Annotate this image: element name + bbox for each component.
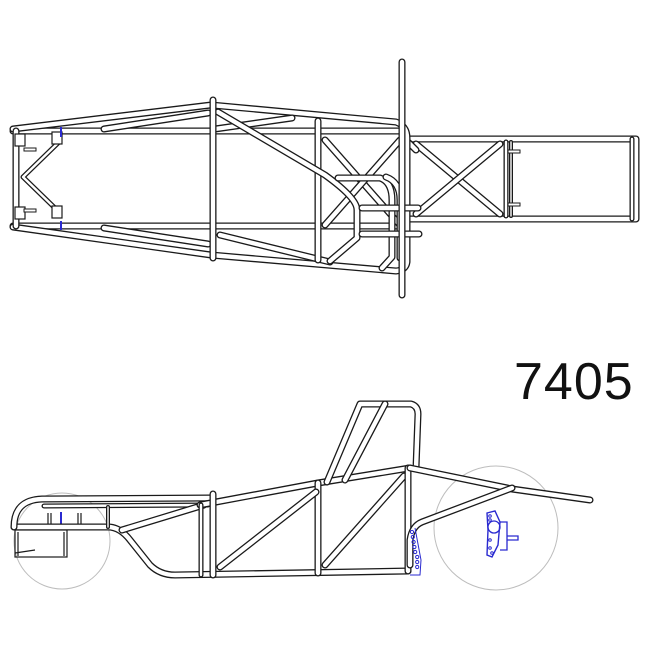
rear-frame-tube [404, 135, 640, 223]
tube-body [217, 489, 319, 570]
tube-body [101, 225, 211, 247]
suspension-adjust-hole [415, 559, 420, 565]
diagonal-tube [321, 472, 408, 569]
seat-back-tube [341, 400, 389, 484]
upright-hole [490, 551, 494, 555]
side-view [10, 400, 594, 591]
mount-bracket [51, 131, 63, 145]
seat-diagonal-tube [214, 108, 361, 265]
tube-body [407, 485, 515, 568]
tube-outline [20, 140, 61, 214]
upright-hole [488, 514, 492, 518]
tube-body [413, 141, 503, 217]
front-wheel-outline [13, 492, 111, 590]
tube-body [212, 115, 295, 132]
tube-body [324, 401, 421, 485]
upright-hole [488, 546, 492, 550]
tube-body [335, 175, 395, 271]
tube-body [322, 473, 407, 568]
bracket-tab [507, 202, 521, 207]
mount-bracket [14, 206, 26, 220]
seat-hoop-tube [334, 174, 396, 272]
bracket-tab [507, 149, 521, 154]
diagonal-tube [216, 488, 320, 571]
tube-body [217, 232, 333, 265]
upright-hub [487, 520, 501, 534]
tube-body [101, 110, 211, 132]
rear-lower-tube [406, 484, 516, 569]
mount-bracket [51, 205, 63, 219]
bottom-rail-tube [10, 523, 412, 579]
front-v-brace [20, 140, 61, 214]
upright-arm [486, 510, 501, 558]
bracket-tab [23, 147, 37, 152]
tube-body [21, 141, 60, 213]
suspension-adjust-hole [415, 564, 420, 570]
upright-hole [488, 538, 492, 542]
tube-body [11, 495, 213, 530]
front-box-detail [14, 532, 65, 556]
suspension-adjust-hole [410, 534, 415, 540]
seat-back-tube [323, 400, 422, 486]
mount-tab [47, 513, 82, 528]
upper-triangulation [100, 109, 212, 133]
suspension-adjust-hole [411, 539, 416, 545]
front-box [14, 529, 68, 558]
rear-x-brace [412, 140, 504, 218]
tube-outline [404, 135, 640, 223]
tube-body [322, 137, 403, 228]
inner-front-tube [41, 502, 211, 509]
mount-bracket [14, 133, 26, 147]
suspension-bracket [410, 527, 422, 576]
tube-body [42, 503, 210, 508]
suspension-adjust-hole [412, 544, 417, 550]
top-view [9, 58, 640, 299]
bracket-tab [23, 208, 37, 213]
lower-triangulation [100, 224, 212, 248]
rear-upright [486, 510, 519, 558]
upright-hole [488, 518, 492, 522]
tube-outline [406, 484, 516, 569]
upper-triangulation [211, 114, 296, 133]
suspension-adjust-hole [409, 529, 415, 535]
tube-body [215, 109, 360, 264]
front-diagonal-tube [118, 501, 208, 534]
suspension-adjust-hole [415, 554, 420, 560]
tube-body [405, 136, 639, 222]
tube-body [11, 524, 411, 578]
part-number-label: 7405 [514, 353, 634, 411]
lower-triangulation [216, 231, 334, 266]
rear-wheel-outline [433, 465, 559, 591]
suspension-adjust-hole [413, 549, 418, 555]
tube-body [119, 502, 207, 533]
tube-body [342, 401, 388, 483]
mid-x-brace [321, 136, 404, 229]
upright-spindle [500, 521, 519, 551]
upper-front-tube [10, 494, 214, 531]
